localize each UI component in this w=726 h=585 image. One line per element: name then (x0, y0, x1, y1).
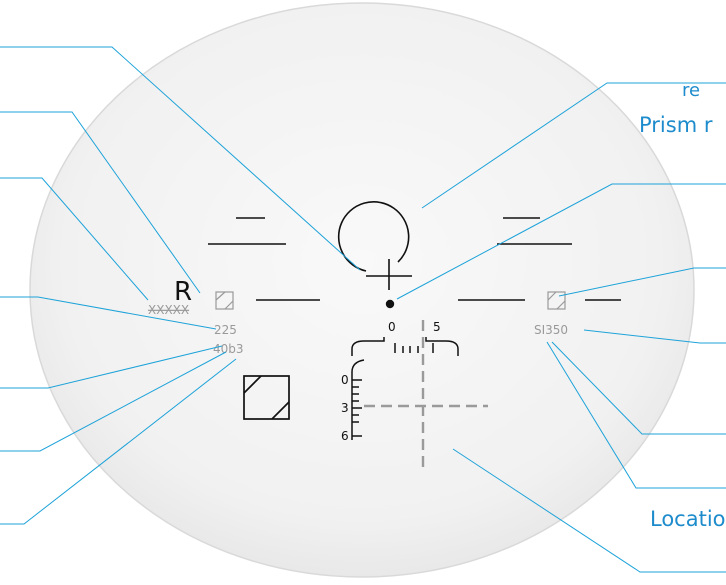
leader-lines-right (396, 82, 726, 573)
label-location-right: Locatio (650, 507, 726, 531)
distance-reference-cross (366, 259, 412, 290)
horizontal-marks-right (497, 217, 572, 245)
scale-left-label-3: 3 (341, 401, 349, 415)
fitting-cross (364, 320, 488, 470)
engraving-code-left: XXXXX (148, 303, 189, 317)
side-letter: R (174, 277, 192, 307)
scale-left-label-6: 6 (341, 429, 349, 443)
scale-top-label-0: 0 (388, 320, 396, 334)
horizontal-marks-left (208, 217, 286, 245)
small-progression-icon-left (215, 291, 234, 310)
left-scale (351, 359, 365, 440)
small-progression-icon-right (547, 291, 566, 310)
prism-reference-point (385, 299, 395, 309)
top-scale (351, 337, 459, 356)
label-top-right: re (682, 80, 700, 101)
engraving-code2-left: 40b3 (213, 342, 244, 356)
leader-lines-left (0, 46, 361, 525)
progression-symbol-icon (243, 375, 290, 420)
scale-left-label-0: 0 (341, 373, 349, 387)
scale-top-label-5: 5 (433, 320, 441, 334)
engraving-number-left: 225 (214, 323, 237, 337)
lens-blank (29, 2, 695, 578)
engraving-code-right: SI350 (534, 323, 568, 337)
label-prism-right: Prism r (639, 113, 713, 137)
